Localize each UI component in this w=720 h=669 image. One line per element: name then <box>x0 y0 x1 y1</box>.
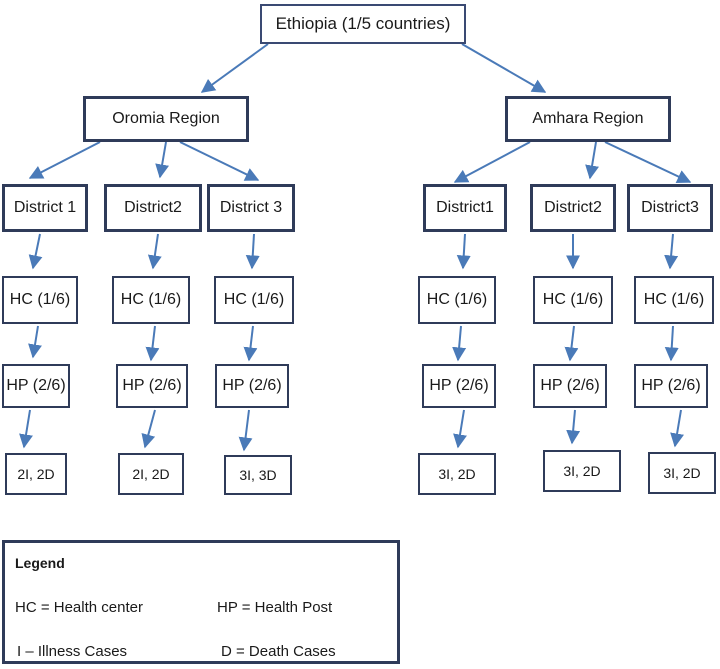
hc-box: HC (1/6) <box>2 276 78 324</box>
hc-label: HC (1/6) <box>542 291 604 308</box>
country-box: Ethiopia (1/5 countries) <box>260 4 466 44</box>
legend-illness: I – Illness Cases <box>17 643 128 660</box>
district-label: District2 <box>124 199 182 216</box>
cases-label: 2I, 2D <box>17 466 55 482</box>
cases-label: 3I, 2D <box>563 463 601 479</box>
hc-label: HC (1/6) <box>643 291 705 308</box>
region-label: Amhara Region <box>532 110 644 127</box>
district-box: District1 <box>423 184 507 232</box>
cases-box: 3I, 2D <box>543 450 621 492</box>
hp-label: HP (2/6) <box>222 377 282 394</box>
legend-hc: HC = Health center <box>15 599 143 616</box>
cases-label: 2I, 2D <box>132 466 170 482</box>
hc-box: HC (1/6) <box>214 276 294 324</box>
region-box-amhara: Amhara Region <box>505 96 671 142</box>
district-label: District1 <box>436 199 494 216</box>
district-box: District 1 <box>2 184 88 232</box>
cases-label: 3I, 2D <box>438 466 476 482</box>
cases-label: 3I, 3D <box>239 467 277 483</box>
legend-death: D = Death Cases <box>221 643 336 660</box>
district-box: District 3 <box>207 184 295 232</box>
cases-box: 3I, 2D <box>418 453 496 495</box>
arrow-amhara-d3 <box>604 141 692 183</box>
legend-box: Legend HC = Health center HP = Health Po… <box>2 540 400 664</box>
district-label: District3 <box>641 199 699 216</box>
arrow-oromia-d2 <box>155 141 170 179</box>
district-label: District2 <box>544 199 602 216</box>
hp-label: HP (2/6) <box>122 377 182 394</box>
cases-box: 3I, 3D <box>224 455 292 495</box>
region-box-oromia: Oromia Region <box>83 96 249 142</box>
arrow-o1-hc <box>28 233 43 270</box>
region-label: Oromia Region <box>112 110 220 127</box>
district-box: District2 <box>104 184 202 232</box>
hp-box: HP (2/6) <box>533 364 607 408</box>
district-label: District 1 <box>13 199 77 216</box>
arrow-top-oromia <box>200 43 269 93</box>
hc-box: HC (1/6) <box>418 276 496 324</box>
hp-label: HP (2/6) <box>641 377 701 394</box>
arrow-oromia-d1 <box>28 141 101 179</box>
arrow-amhara-d2 <box>585 141 599 180</box>
arrow-oromia-d3 <box>179 141 260 181</box>
hc-box: HC (1/6) <box>533 276 613 324</box>
hp-box: HP (2/6) <box>422 364 496 408</box>
hp-label: HP (2/6) <box>429 377 489 394</box>
hc-box: HC (1/6) <box>634 276 714 324</box>
cases-label: 3I, 2D <box>663 465 701 481</box>
district-box: District3 <box>627 184 713 232</box>
cases-box: 3I, 2D <box>648 452 716 494</box>
hc-label: HC (1/6) <box>426 291 488 308</box>
hc-box: HC (1/6) <box>112 276 190 324</box>
cases-box: 2I, 2D <box>5 453 67 495</box>
district-box: District2 <box>530 184 616 232</box>
hp-box: HP (2/6) <box>215 364 289 408</box>
arrow-amhara-d1 <box>453 141 531 183</box>
hc-label: HC (1/6) <box>120 291 182 308</box>
hp-label: HP (2/6) <box>6 377 66 394</box>
hp-label: HP (2/6) <box>540 377 600 394</box>
arrow-top-amhara <box>461 43 547 93</box>
hc-label: HC (1/6) <box>223 291 285 308</box>
country-label: Ethiopia (1/5 countries) <box>275 14 451 33</box>
hp-box: HP (2/6) <box>116 364 188 408</box>
district-label: District 3 <box>219 199 283 216</box>
hc-label: HC (1/6) <box>9 291 71 308</box>
legend-hp: HP = Health Post <box>217 599 333 616</box>
cases-box: 2I, 2D <box>118 453 184 495</box>
hp-box: HP (2/6) <box>2 364 70 408</box>
hp-box: HP (2/6) <box>634 364 708 408</box>
legend-title: Legend <box>15 555 65 571</box>
